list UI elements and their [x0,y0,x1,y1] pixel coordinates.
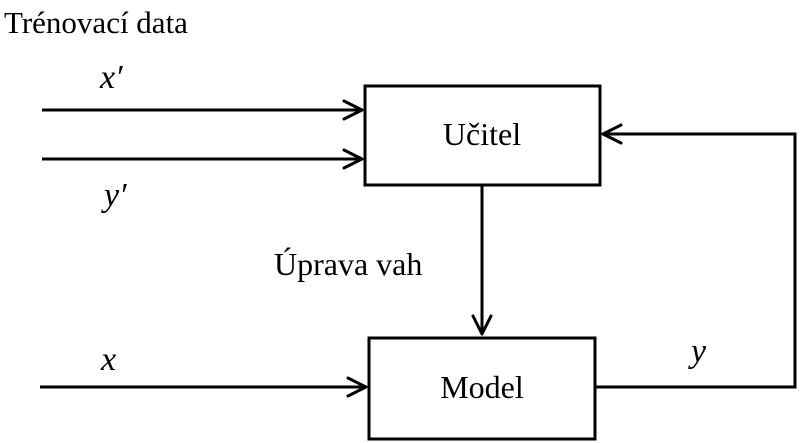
weight-update-label: Úprava vah [274,246,422,282]
x-label: x [100,341,116,378]
teacher-label: Učitel [443,116,521,152]
y-prime-label: y′ [101,177,127,214]
model-node: Model [367,336,597,441]
teacher-node: Učitel [363,84,602,187]
y-prime-input-arrow [42,148,364,170]
x-prime-label: x′ [99,59,123,96]
weight-update-arrow [471,185,493,336]
x-input-arrow [40,376,368,398]
model-label: Model [440,369,524,405]
y-feedback-arrow [595,123,797,389]
x-prime-input-arrow [42,99,364,121]
teacher-box [363,84,602,187]
diagram-title: Trénovací data [4,5,188,40]
y-label: y [688,333,707,370]
model-box [367,336,597,441]
